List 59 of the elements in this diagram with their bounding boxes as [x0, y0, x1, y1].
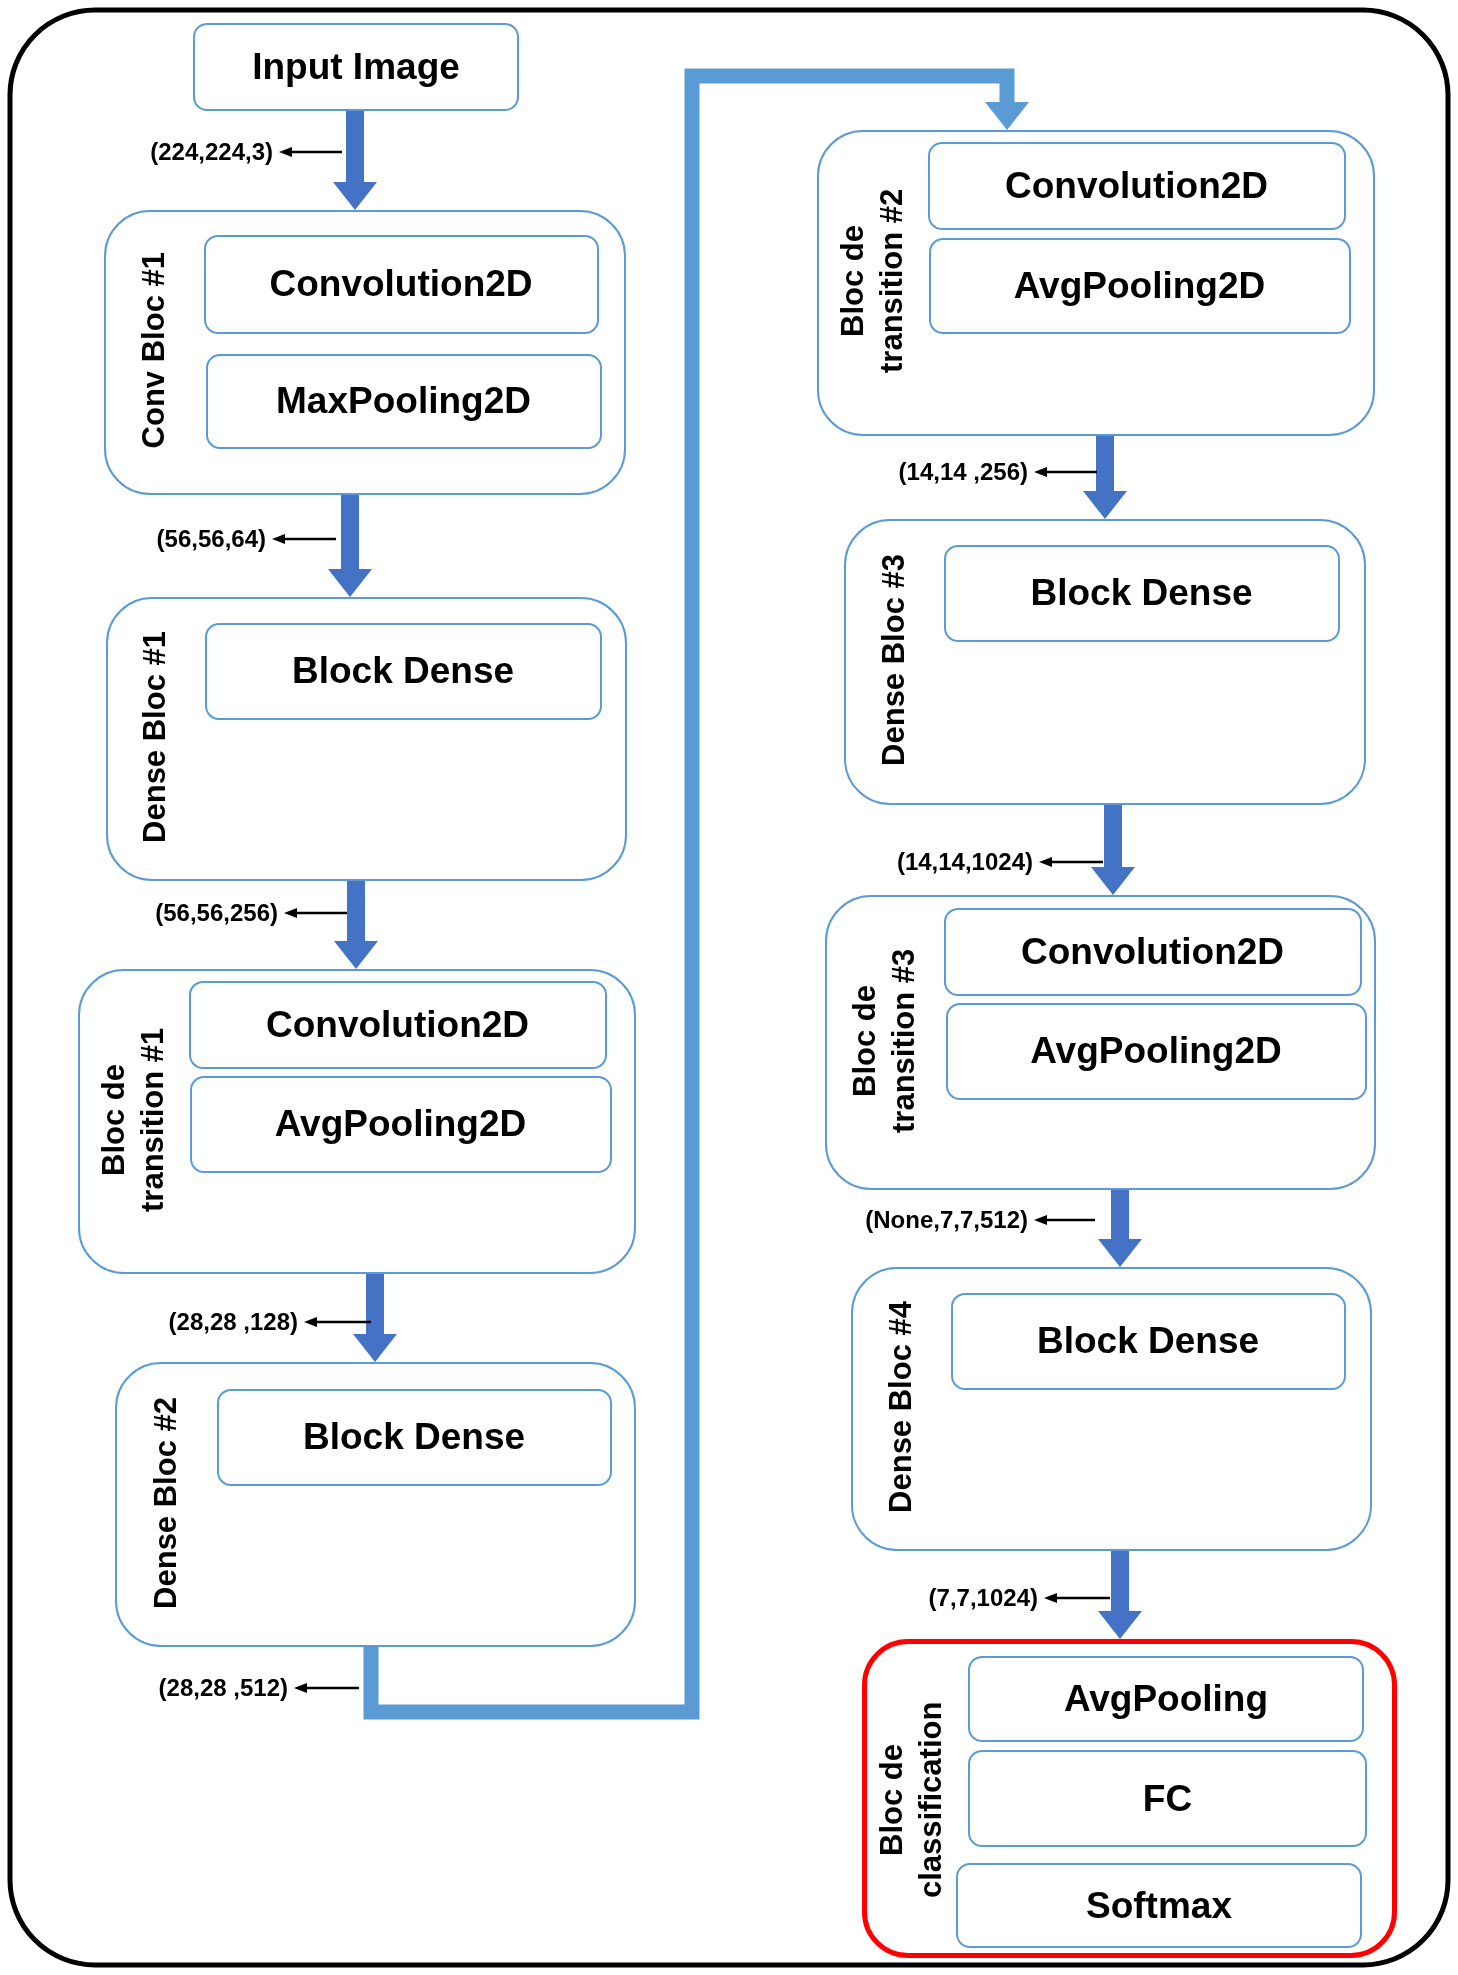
- layer-name: FC: [1142, 1777, 1193, 1820]
- layer-box: [943, 544, 1340, 642]
- layer-name: AvgPooling2D: [1030, 1030, 1282, 1072]
- flow-arrow: [1098, 1190, 1142, 1267]
- layer-box: [204, 622, 602, 720]
- layer-name: Convolution2D: [1004, 164, 1269, 207]
- block-group: [106, 597, 627, 881]
- layer-name: AvgPooling2D: [274, 1103, 527, 1145]
- layer-name: AvgPooling: [1063, 1678, 1269, 1720]
- block-title: Dense Bloc #4: [881, 1301, 919, 1513]
- block-group: [104, 210, 626, 495]
- block-group: [817, 130, 1375, 436]
- layer-name: Block Dense: [291, 650, 515, 692]
- layer-box: [189, 1075, 612, 1173]
- block-title: Bloc de classification: [873, 1700, 949, 1900]
- block-title: Bloc de transition #1: [94, 1026, 171, 1214]
- layer-box: [943, 907, 1362, 996]
- layer-name: Convolution2D: [1020, 930, 1285, 973]
- layer-name: Input Image: [252, 46, 460, 88]
- block-group: [115, 1362, 636, 1647]
- layer-name: MaxPooling2D: [276, 380, 531, 422]
- flow-arrow: [1098, 1551, 1142, 1639]
- layer-box: [945, 1002, 1367, 1100]
- layer-box: [968, 1656, 1364, 1742]
- flow-arrow: [1091, 805, 1135, 895]
- block-title: Bloc de transition #2: [833, 187, 910, 376]
- block-title: Dense Bloc #2: [146, 1396, 184, 1609]
- block-group: [825, 895, 1376, 1190]
- layer-name: Softmax: [1086, 1884, 1232, 1927]
- layer-box: [188, 980, 607, 1069]
- block-title: Dense Bloc #1: [136, 631, 174, 843]
- layer-box: [216, 1388, 612, 1486]
- layer-name: Block Dense: [1036, 1320, 1260, 1362]
- layer-box: [927, 141, 1346, 230]
- layer-box: [205, 353, 602, 449]
- layer-name: Convolution2D: [269, 263, 533, 305]
- block-title: Bloc de transition #3: [845, 947, 922, 1135]
- layer-box: [950, 1292, 1346, 1390]
- block-title: Dense Bloc #3: [874, 554, 912, 766]
- block-group: [862, 1639, 1397, 1958]
- flow-arrow: [328, 495, 372, 597]
- flow-arrow: [334, 881, 378, 969]
- layer-name: Block Dense: [302, 1416, 526, 1458]
- input-box: [193, 23, 519, 111]
- layer-name: Block Dense: [1030, 572, 1253, 614]
- flow-arrow: [363, 68, 1029, 1720]
- flow-arrow: [1083, 436, 1127, 519]
- block-group: [78, 969, 636, 1274]
- layer-name: AvgPooling2D: [1013, 264, 1266, 307]
- layer-name: Convolution2D: [265, 1003, 530, 1046]
- block-group: [844, 519, 1366, 805]
- layer-box: [956, 1863, 1362, 1948]
- flow-arrow: [353, 1274, 397, 1362]
- flow-arrow: [333, 111, 377, 210]
- block-title: Conv Bloc #1: [134, 252, 172, 449]
- layer-box: [968, 1750, 1367, 1847]
- layer-box: [928, 237, 1351, 334]
- layer-box: [203, 234, 599, 334]
- block-group: [851, 1267, 1372, 1551]
